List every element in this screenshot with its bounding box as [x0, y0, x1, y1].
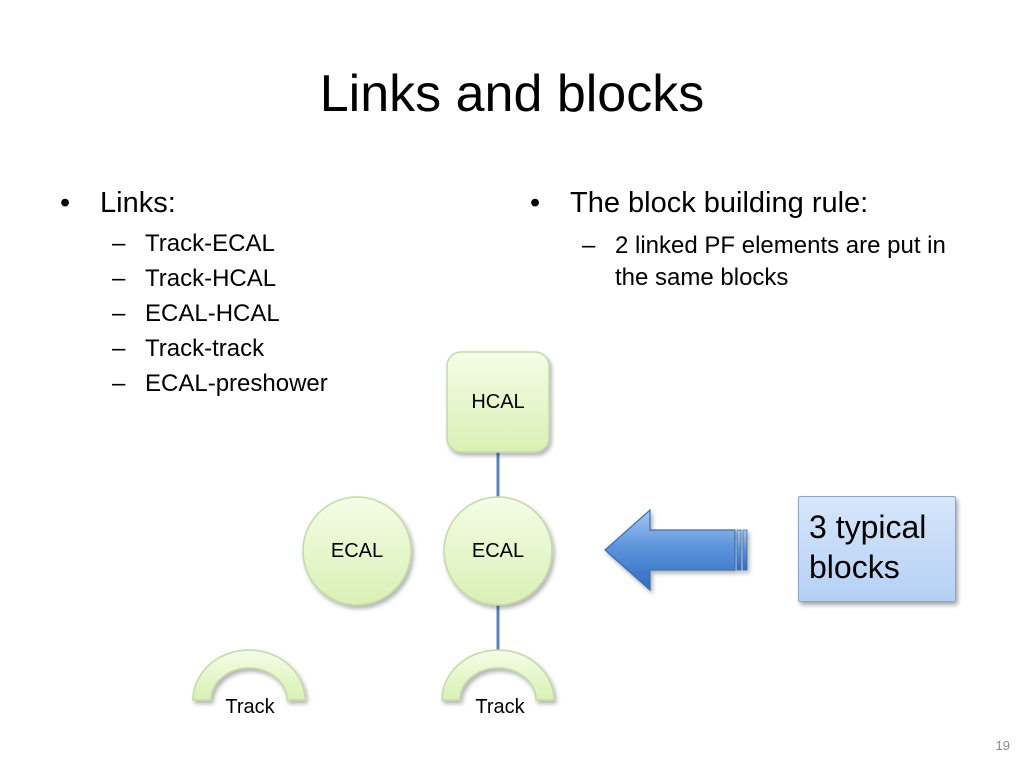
dash-icon: –: [112, 335, 126, 362]
bullet-icon: •: [530, 187, 541, 219]
links-heading-text: Links:: [100, 187, 176, 219]
list-item: –Track-ECAL: [60, 226, 480, 261]
ecal-left-label: ECAL: [330, 539, 384, 562]
list-item: –Track-track: [60, 331, 480, 366]
bullet-icon: •: [60, 187, 71, 219]
ecal-center-label: ECAL: [471, 539, 525, 562]
rule-heading-text: The block building rule:: [570, 187, 869, 219]
list-item: –Track-HCAL: [60, 261, 480, 296]
dash-icon: –: [112, 300, 126, 327]
ecal-left-node: [302, 496, 412, 606]
track-left-arc: [192, 649, 306, 701]
blocks-callout: 3 typical blocks: [798, 496, 956, 602]
links-column: • Links: –Track-ECAL –Track-HCAL –ECAL-H…: [60, 180, 480, 401]
slide-title: Links and blocks: [319, 65, 705, 123]
links-list: –Track-ECAL –Track-HCAL –ECAL-HCAL –Trac…: [60, 226, 480, 401]
hcal-node: [446, 351, 550, 453]
dash-icon: –: [112, 370, 126, 397]
track-left-label: Track: [225, 695, 275, 718]
list-item: –2 linked PF elements are put in the sam…: [582, 232, 946, 291]
dash-icon: –: [112, 265, 126, 292]
dash-icon: –: [112, 230, 126, 257]
hcal-label: HCAL: [471, 390, 525, 413]
rule-list: –2 linked PF elements are put in the sam…: [530, 226, 970, 294]
list-item: –ECAL-HCAL: [60, 296, 480, 331]
track-center-arc: [441, 649, 555, 701]
left-arrow-icon: [604, 508, 748, 592]
track-center-label: Track: [475, 695, 525, 718]
ecal-center-node: [443, 496, 553, 606]
list-item: –ECAL-preshower: [60, 366, 480, 401]
rule-heading: • The block building rule:: [530, 180, 970, 226]
dash-icon: –: [582, 232, 596, 259]
slide-number: 19: [995, 738, 1010, 753]
rule-column: • The block building rule: –2 linked PF …: [530, 180, 970, 294]
links-heading: • Links:: [60, 180, 480, 226]
